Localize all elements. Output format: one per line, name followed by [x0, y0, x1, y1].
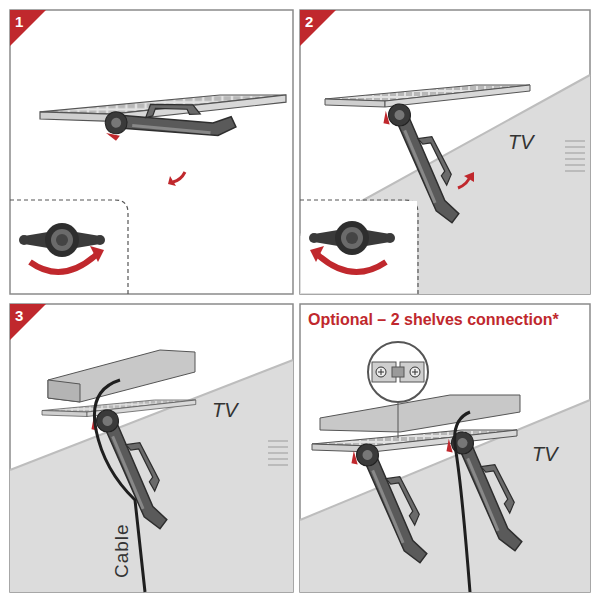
tv-label: TV: [508, 132, 534, 152]
step-number: 2: [305, 14, 313, 29]
panel-heading: Optional – 2 shelves connection*: [308, 312, 559, 328]
step-number: 1: [15, 14, 23, 29]
tv-label: TV: [212, 400, 238, 420]
step-number: 3: [15, 308, 23, 323]
tv-label: TV: [532, 444, 558, 464]
cable-label: Cable: [112, 523, 131, 578]
